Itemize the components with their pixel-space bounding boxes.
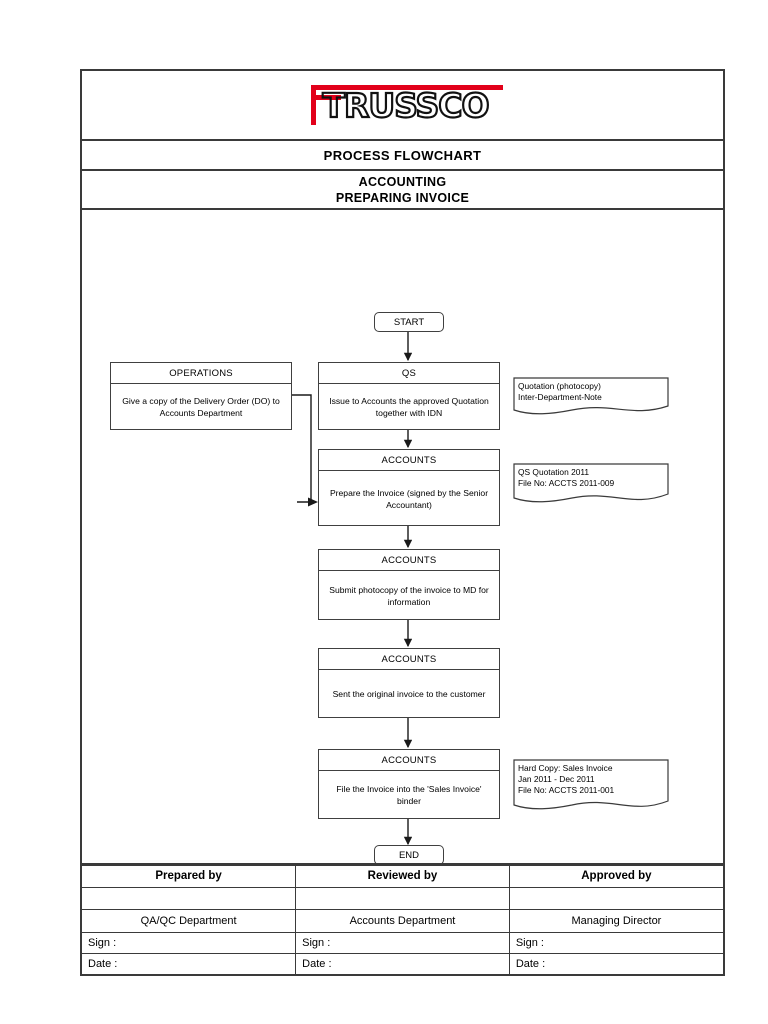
- flow-node-prepare-invoice[interactable]: ACCOUNTS Prepare the Invoice (signed by …: [318, 449, 500, 526]
- flow-node-operations-role: OPERATIONS: [111, 363, 291, 384]
- table-row-date: Date : Date : Date :: [82, 952, 723, 974]
- date-field-prepared[interactable]: Date :: [82, 952, 297, 974]
- signature-space-approved[interactable]: [508, 886, 723, 910]
- logo-header-band: TRUSSCO: [82, 71, 723, 141]
- flow-node-qs-text: Issue to Accounts the approved Quotation…: [329, 396, 489, 418]
- flow-start-terminator[interactable]: START: [374, 312, 444, 332]
- signature-table: Prepared by Reviewed by Approved by QA/Q…: [82, 862, 723, 974]
- dept-accounts: Accounts Department: [295, 908, 510, 933]
- note-quotation: Quotation (photocopy) Inter-Department-N…: [512, 376, 670, 418]
- signature-space-reviewed[interactable]: [295, 886, 510, 910]
- logo-red-stem: [310, 85, 316, 125]
- table-row-sign: Sign : Sign : Sign :: [82, 931, 723, 954]
- flow-node-sent-invoice[interactable]: ACCOUNTS Sent the original invoice to th…: [318, 648, 500, 718]
- date-field-approved[interactable]: Date :: [508, 952, 723, 974]
- flow-node-qs[interactable]: QS Issue to Accounts the approved Quotat…: [318, 362, 500, 430]
- date-field-reviewed[interactable]: Date :: [295, 952, 510, 974]
- flowchart-canvas: START OPERATIONS Give a copy of the Deli…: [82, 210, 723, 865]
- note-hard-copy: Hard Copy: Sales Invoice Jan 2011 - Dec …: [512, 758, 670, 816]
- flow-connectors: [292, 332, 413, 846]
- flow-node-file-invoice[interactable]: ACCOUNTS File the Invoice into the 'Sale…: [318, 749, 500, 819]
- sign-field-reviewed[interactable]: Sign :: [295, 931, 510, 954]
- flow-node-prepare-invoice-text: Prepare the Invoice (signed by the Senio…: [329, 487, 489, 510]
- header-prepared-by: Prepared by: [82, 864, 297, 888]
- page-subtitle: ACCOUNTING PREPARING INVOICE: [82, 171, 723, 210]
- signature-space-prepared[interactable]: [82, 886, 297, 910]
- flow-node-submit-photocopy-text: Submit photocopy of the invoice to MD fo…: [329, 584, 489, 607]
- note-quotation-text: Quotation (photocopy) Inter-Department-N…: [518, 381, 602, 402]
- flow-node-submit-photocopy-role: ACCOUNTS: [319, 550, 499, 571]
- table-row-departments: QA/QC Department Accounts Department Man…: [82, 908, 723, 933]
- header-reviewed-by: Reviewed by: [295, 864, 510, 888]
- document-frame: TRUSSCO PROCESS FLOWCHART ACCOUNTING PRE…: [80, 69, 725, 976]
- note-hard-copy-text: Hard Copy: Sales Invoice Jan 2011 - Dec …: [518, 763, 615, 795]
- flow-node-prepare-invoice-role: ACCOUNTS: [319, 450, 499, 471]
- header-approved-by: Approved by: [508, 864, 723, 888]
- note-qs-quotation: QS Quotation 2011 File No: ACCTS 2011-00…: [512, 462, 670, 508]
- flow-node-operations[interactable]: OPERATIONS Give a copy of the Delivery O…: [110, 362, 292, 430]
- sign-field-prepared[interactable]: Sign :: [82, 931, 297, 954]
- flow-node-sent-invoice-text: Sent the original invoice to the custome…: [332, 689, 486, 699]
- flow-node-operations-text: Give a copy of the Delivery Order (DO) t…: [122, 396, 280, 418]
- flow-node-sent-invoice-role: ACCOUNTS: [319, 649, 499, 670]
- logo-red-top-bar: [310, 85, 503, 90]
- document-shape-icon: [513, 463, 669, 503]
- logo-red-foot: [310, 95, 341, 100]
- flow-node-submit-photocopy[interactable]: ACCOUNTS Submit photocopy of the invoice…: [318, 549, 500, 620]
- dept-managing-director: Managing Director: [508, 908, 723, 933]
- flow-node-file-invoice-text: File the Invoice into the 'Sales Invoice…: [336, 784, 482, 806]
- table-row-signature-space: [82, 886, 723, 910]
- page-title: PROCESS FLOWCHART: [82, 141, 723, 171]
- flow-node-file-invoice-role: ACCOUNTS: [319, 750, 499, 771]
- table-row-headers: Prepared by Reviewed by Approved by: [82, 864, 723, 888]
- note-qs-quotation-text: QS Quotation 2011 File No: ACCTS 2011-00…: [518, 467, 615, 488]
- logo-wordmark: TRUSSCO: [321, 86, 490, 125]
- trussco-logo: TRUSSCO: [303, 83, 503, 127]
- document-shape-icon: [513, 377, 669, 415]
- subtitle-process: PREPARING INVOICE: [335, 190, 470, 205]
- flow-node-qs-role: QS: [319, 363, 499, 384]
- document-shape-icon: [513, 759, 669, 810]
- dept-qa-qc: QA/QC Department: [82, 908, 297, 933]
- sign-field-approved[interactable]: Sign :: [508, 931, 723, 954]
- subtitle-department: ACCOUNTING: [358, 174, 447, 189]
